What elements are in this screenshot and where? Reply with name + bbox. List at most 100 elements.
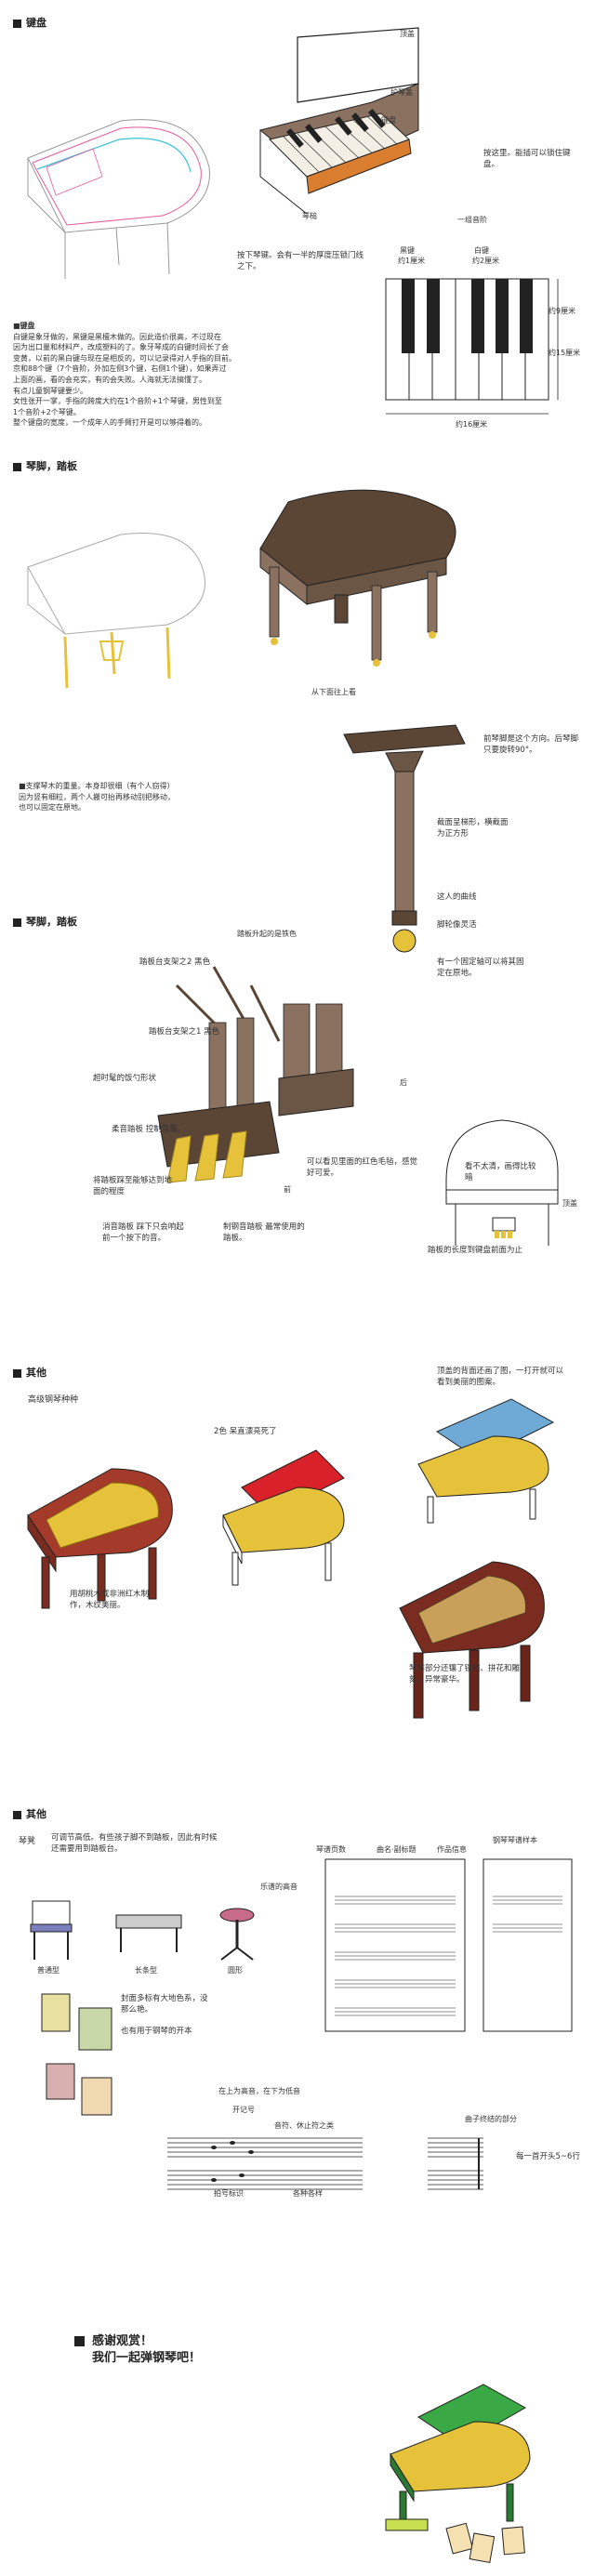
label-bench: 琴凳 — [19, 1837, 36, 1846]
section-header-keyboard: 键盘 — [13, 17, 46, 31]
piano-front-view-drawing — [445, 1119, 559, 1246]
label-black-width: 约1厘米 — [398, 257, 426, 265]
square-bullet-icon — [13, 918, 21, 927]
note-sostenuto: 将踏板踩至能够达到地面的程度 — [93, 1176, 173, 1196]
label-rear: 后 — [400, 1078, 407, 1087]
note-soft-pedal: 柔音踏板 控制音量。 — [112, 1125, 186, 1134]
note-press: 按下琴键。会有一半的厚度压锁门线之下。 — [237, 251, 364, 271]
label-bracket-2: 踏板台支架之2 黑色 — [139, 958, 211, 967]
note-felt: 可以看见里面的红色毛毡，感觉好可爱。 — [307, 1157, 418, 1178]
note-caster-fixed: 有一个固定轴可以将其固定在原地。 — [437, 958, 524, 978]
key-dimension-diagram — [385, 278, 559, 415]
section-title: 琴脚，踏板 — [26, 460, 77, 472]
label-bracket-1: 踏板台支架之1 黑色 — [149, 1027, 220, 1037]
green-piano-drawing — [385, 2384, 531, 2563]
label-octave-width: 约16厘米 — [456, 420, 488, 429]
note-leg-shape: 截面呈梯形，横截面为正方形 — [437, 818, 509, 839]
note-leg-direction: 前琴脚是这个方向。后琴脚只要旋转90°。 — [483, 734, 579, 755]
label-standard: 普通型 — [37, 1966, 60, 1975]
ending-line-1: 感谢观赏！ — [92, 2334, 153, 2348]
para-line: 整个键盘的宽度，一个成年人的手臂打开是可以够得着的。 — [13, 418, 206, 428]
label-time-sig: 拍号标识 — [214, 2189, 244, 2198]
keyboard-perspective-drawing — [258, 27, 419, 215]
square-bullet-icon — [13, 19, 21, 28]
section-header-other: 其他 — [13, 1367, 46, 1380]
note-cross: 每一首开头5~6行 — [516, 2152, 580, 2161]
legs-paragraph: ■支撑琴木的重量。本身却很细（有个人窃得） 因为竖有细粒，两个人搬可抬再移动别把… — [19, 781, 242, 813]
bench-round-drawing — [219, 1908, 255, 1961]
leg-detail-drawing — [343, 724, 466, 953]
para-line: 女性张开一掌，手指的跨度大约在1个音阶+1个琴键，男性到至 — [13, 397, 222, 406]
ending-line-2: 我们一起弹钢琴吧！ — [92, 2350, 202, 2365]
note-book-size: 也有用于钢琴的开本 — [121, 2027, 192, 2036]
square-bullet-icon — [74, 2336, 85, 2346]
label-from-below: 从下面往上看 — [311, 688, 356, 696]
label-clef: 在上为高音，在下为低音 — [218, 2087, 300, 2095]
label-bar-end: 曲子终结的部分 — [465, 2115, 517, 2123]
para-line: ■支撑琴木的重量。本身却很细（有个人窃得） — [19, 782, 175, 790]
square-bullet-icon — [13, 1810, 21, 1819]
label-open: 开记号 — [232, 2106, 255, 2114]
label-octave: 一组音阶 — [457, 216, 487, 224]
bench-standard-drawing — [30, 1900, 73, 1960]
section-title: 其他 — [26, 1808, 46, 1820]
section-header-pedals: 琴脚，踏板 — [13, 916, 77, 930]
note-bench: 可调节高低。有些孩子脚不到踏板，因此有时候还需要用到踏板台。 — [51, 1833, 218, 1854]
section-title: 琴脚，踏板 — [26, 916, 77, 928]
label-various: 各种各样 — [293, 2189, 323, 2198]
note-book-cover: 封面多标有大地色系，没那么艳。 — [121, 1994, 208, 2015]
section-header-legs: 琴脚，踏板 — [13, 460, 77, 474]
blue-lid-piano-drawing — [417, 1398, 555, 1524]
label-score-page: 琴谱页数 — [316, 1845, 346, 1854]
label-key-slip: 琴槌 — [302, 212, 317, 220]
label-lid: 顶盖 — [400, 30, 415, 38]
para-line: 因为竖有细粒，两个人搬可抬再移动别把移动， — [19, 792, 175, 801]
label-black-key: 黑键 — [400, 246, 415, 255]
note-leg-curve: 这人的曲线 — [437, 892, 477, 902]
pedal-assembly-drawing — [157, 966, 354, 1183]
note-caster: 脚轮像灵活 — [437, 920, 477, 930]
para-line: 有点儿童钢琴键要少。 — [13, 386, 87, 395]
note-damper: 制钢音踏板 最常使用的踏板。 — [223, 1222, 305, 1243]
carved-piano-drawing — [399, 1561, 545, 1719]
section-header-other-2: 其他 — [13, 1808, 46, 1822]
square-bullet-icon — [13, 1368, 21, 1378]
section-title: 其他 — [26, 1367, 46, 1379]
label-notes: 音符、休止符之类 — [274, 2121, 334, 2130]
piano-wireframe-yellow-drawing — [27, 532, 205, 689]
note-inside-lid: 顶盖的背面还画了图，一打开就可以看到美丽的图案。 — [437, 1367, 564, 1387]
keyboard-paragraph: ■键盘 白键是象牙做的，黑键是黑檀木做的。因此造价很高，不过现在 因为出口量和材… — [13, 321, 236, 429]
label-black-length: 约9厘米 — [549, 307, 576, 315]
para-line: ■键盘 — [13, 322, 35, 330]
label-lid-small: 顶盖 — [562, 1199, 577, 1208]
note-two-color: 2色 呆直漂亮死了 — [214, 1427, 277, 1436]
label-round: 圆形 — [228, 1966, 243, 1975]
para-line: 1个音阶+2个琴键。 — [13, 407, 81, 416]
label-keyboard: 键盘 — [381, 116, 396, 125]
music-books-drawing — [41, 1993, 112, 2116]
label-tempo: 乐谱的高音 — [260, 1882, 298, 1891]
note-unclear: 看不太清，画得比较暗 — [465, 1162, 536, 1182]
walnut-piano-drawing — [27, 1468, 173, 1609]
label-white-width: 约2厘米 — [472, 257, 500, 265]
note-sustain: 消音踏板 踩下只会响起前一个按下的音。 — [102, 1222, 184, 1243]
label-composer: 曲名·副标题 — [377, 1845, 416, 1854]
label-white-length: 约15厘米 — [549, 349, 581, 357]
label-works: 作品信息 — [437, 1845, 467, 1854]
note-pedal-width: 踏板的长度到键盘前面为止 — [428, 1246, 523, 1255]
piano-wireframe-drawing — [27, 119, 210, 279]
label-front: 前 — [284, 1185, 291, 1194]
note-carving: 琴体部分还镶了镂雕、拼花和雕刻，异常豪华。 — [409, 1664, 521, 1684]
red-lid-piano-drawing — [222, 1449, 345, 1586]
para-line: 白键是象牙做的，黑键是黑檀木做的。因此造价很高，不过现在 — [13, 332, 221, 341]
para-line: 因为出口量和材料产，改成塑料的了。象牙琴成的白键时间长了会 — [13, 343, 229, 352]
piano-from-below-drawing — [259, 489, 456, 667]
subtitle-luxury-pianos: 高级钢琴种种 — [28, 1395, 79, 1405]
ending-block: 感谢观赏！ 我们一起弹钢琴吧！ — [74, 2333, 201, 2366]
label-keyboard-lid: 护琴盖 — [390, 88, 413, 97]
note-walnut: 用胡桃木或非洲红木制作，木纹美丽。 — [70, 1590, 150, 1610]
label-white-key: 白键 — [474, 246, 489, 255]
note-lyre: 超时髦的饭勺形状 — [93, 1074, 157, 1083]
staff-notation-drawing — [167, 2137, 483, 2190]
square-bullet-icon — [13, 462, 21, 471]
